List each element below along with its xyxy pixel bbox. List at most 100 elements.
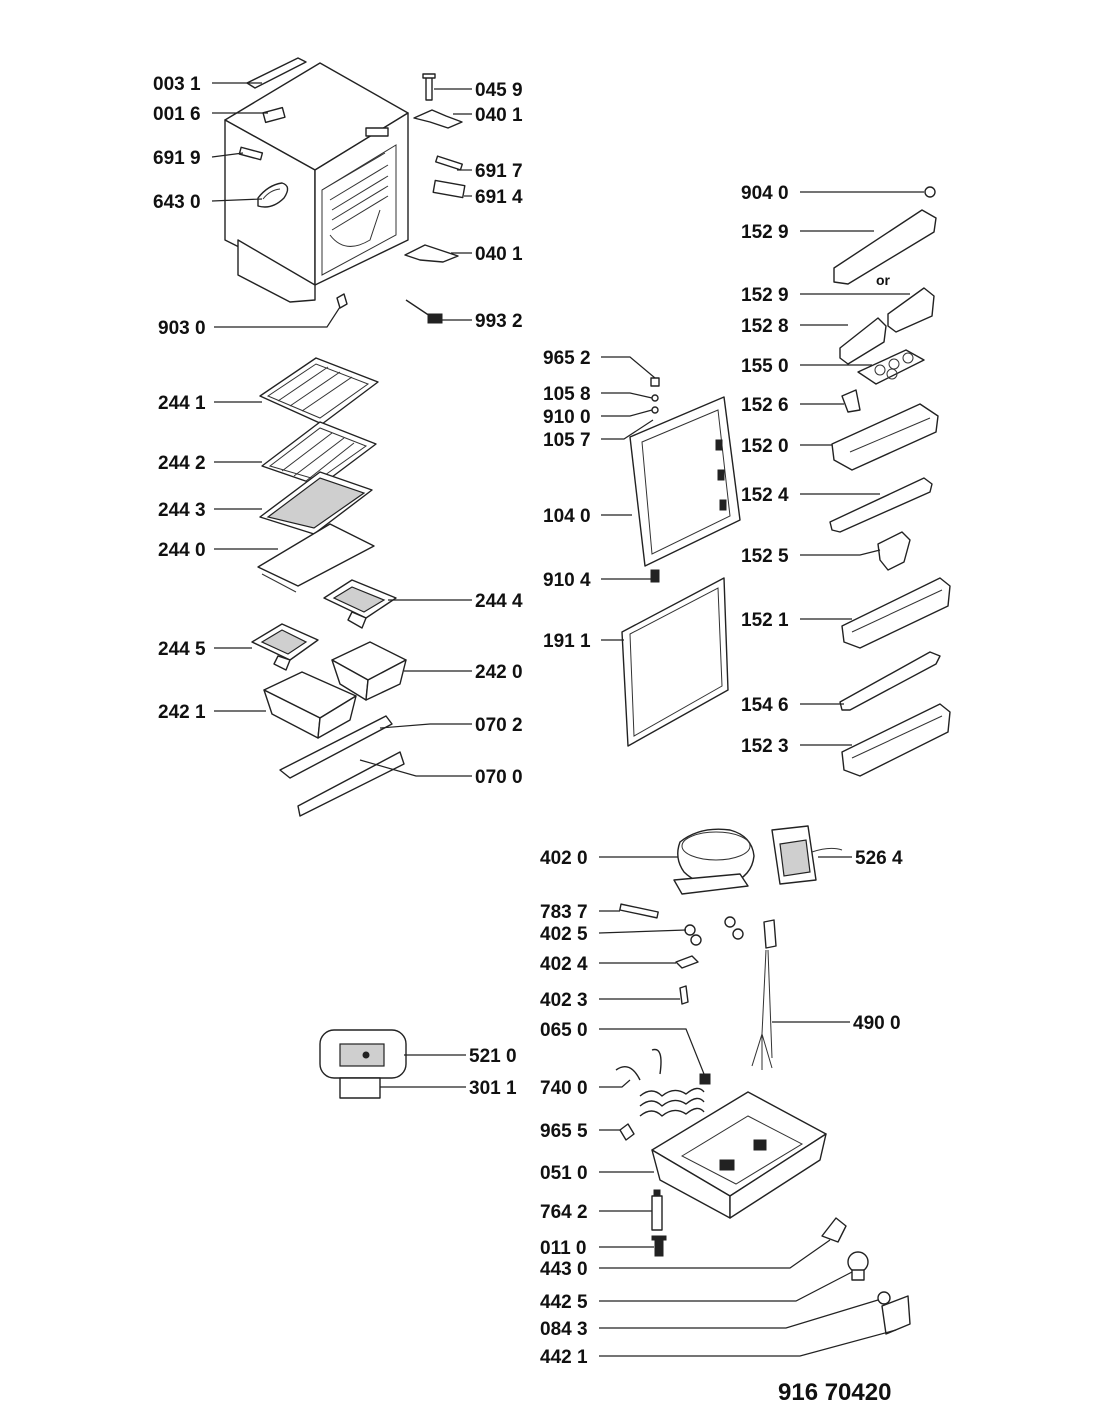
gasket-191-1	[621, 577, 729, 747]
pin-045-9	[422, 73, 436, 101]
label-910-0: 910 0	[543, 407, 591, 428]
label-003-1: 003 1	[153, 74, 201, 95]
label-045-9: 045 9	[475, 80, 523, 101]
shelf-cover-152-9b	[887, 287, 935, 333]
label-402-3: 402 3	[540, 990, 588, 1011]
label-910-4: 910 4	[543, 570, 591, 591]
label-903-0: 903 0	[158, 318, 206, 339]
part-691-4	[432, 179, 466, 199]
label-904-0: 904 0	[741, 183, 789, 204]
rail-070-0	[297, 751, 405, 817]
label-244-1: 244 1	[158, 393, 206, 414]
screw-011-0	[651, 1235, 667, 1257]
hinge-pin-910-4	[650, 569, 660, 583]
compressor-402-0	[673, 828, 755, 895]
bracket-402-3	[679, 985, 689, 1005]
label-783-7: 783 7	[540, 902, 588, 923]
bin-152-0	[831, 403, 939, 471]
shelf-cover-152-9	[833, 209, 937, 285]
leader-lines	[211, 82, 924, 1357]
label-740-0: 740 0	[540, 1078, 588, 1099]
bar-152-4	[829, 477, 933, 533]
label-152-9-a: 152 9	[741, 222, 789, 243]
label-105-7: 105 7	[543, 430, 591, 451]
label-301-1	[339, 1077, 381, 1099]
label-521-0: 521 0	[469, 1046, 517, 1067]
part-691-7	[435, 155, 463, 171]
label-965-5: 965 5	[540, 1121, 588, 1142]
label-152-9-b: 152 9	[741, 285, 789, 306]
wiring-490-0	[751, 919, 777, 1070]
alternative-or-text: or	[876, 272, 891, 288]
label-152-6: 152 6	[741, 395, 789, 416]
divider-152-6	[841, 389, 861, 413]
label-244-2: 244 2	[158, 453, 206, 474]
label-065-0: 065 0	[540, 1020, 588, 1041]
plug-965-5	[619, 1123, 635, 1141]
shelf-244-0	[257, 523, 375, 593]
shelf-244-1	[259, 357, 379, 425]
label-402-0: 402 0	[540, 848, 588, 869]
label-155-0: 155 0	[741, 356, 789, 377]
cap-904-0	[924, 186, 936, 198]
tube-783-7	[619, 903, 659, 919]
bin-152-3	[841, 703, 951, 777]
egg-tray-155-0	[857, 349, 925, 385]
label-152-3: 152 3	[741, 736, 789, 757]
label-691-9: 691 9	[153, 148, 201, 169]
base-tray-051-0	[651, 1091, 827, 1219]
bin-152-1	[841, 577, 951, 649]
shelf-244-2	[261, 421, 377, 487]
tray-244-4	[323, 579, 397, 629]
clip-402-4	[675, 955, 699, 969]
label-691-4: 691 4	[475, 187, 523, 208]
label-402-5: 402 5	[540, 924, 588, 945]
label-070-2: 070 2	[475, 715, 523, 736]
label-105-8: 105 8	[543, 384, 591, 405]
dryer-764-2	[651, 1189, 663, 1231]
shelf-244-3	[259, 471, 373, 535]
bracket-442-1	[881, 1295, 911, 1335]
part-number-labels: 003 1 001 6 691 9 643 0 045 9 040 1 691 …	[153, 74, 903, 1368]
label-244-4: 244 4	[475, 591, 523, 612]
label-993-2: 993 2	[475, 311, 523, 332]
label-643-0: 643 0	[153, 192, 201, 213]
label-070-0: 070 0	[475, 767, 523, 788]
control-panel-521-0	[319, 1029, 407, 1079]
label-244-3: 244 3	[158, 500, 206, 521]
label-242-1: 242 1	[158, 702, 206, 723]
label-965-2: 965 2	[543, 348, 591, 369]
grommets-402-5	[684, 916, 744, 946]
box-242-1	[263, 671, 357, 739]
label-001-6: 001 6	[153, 104, 201, 125]
label-152-0: 152 0	[741, 436, 789, 457]
label-040-1-lower: 040 1	[475, 244, 523, 265]
cup-152-5	[877, 531, 911, 571]
tray-244-5	[251, 623, 319, 671]
label-152-4: 152 4	[741, 485, 789, 506]
label-242-0: 242 0	[475, 662, 523, 683]
foot-903-0	[336, 293, 348, 309]
cabinet-body	[224, 62, 409, 303]
label-764-2: 764 2	[540, 1202, 588, 1223]
nut-084-3	[877, 1291, 891, 1305]
label-152-5: 152 5	[741, 546, 789, 567]
label-084-3: 084 3	[540, 1319, 588, 1340]
label-154-6: 154 6	[741, 695, 789, 716]
label-051-0: 051 0	[540, 1163, 588, 1184]
label-244-0: 244 0	[158, 540, 206, 561]
relay-526-4	[771, 825, 843, 885]
small-screws-965-2	[650, 377, 660, 414]
label-040-1-upper: 040 1	[475, 105, 523, 126]
label-443-0: 443 0	[540, 1259, 588, 1280]
label-152-1: 152 1	[741, 610, 789, 631]
label-402-4: 402 4	[540, 954, 588, 975]
rail-070-2	[279, 715, 393, 779]
label-526-4: 526 4	[855, 848, 903, 869]
top-trim-003-1	[246, 57, 307, 89]
bar-154-6	[839, 651, 941, 711]
door-104-0	[629, 396, 741, 567]
document-number: 916 70420	[778, 1379, 891, 1406]
sensor-993-2	[405, 299, 443, 324]
